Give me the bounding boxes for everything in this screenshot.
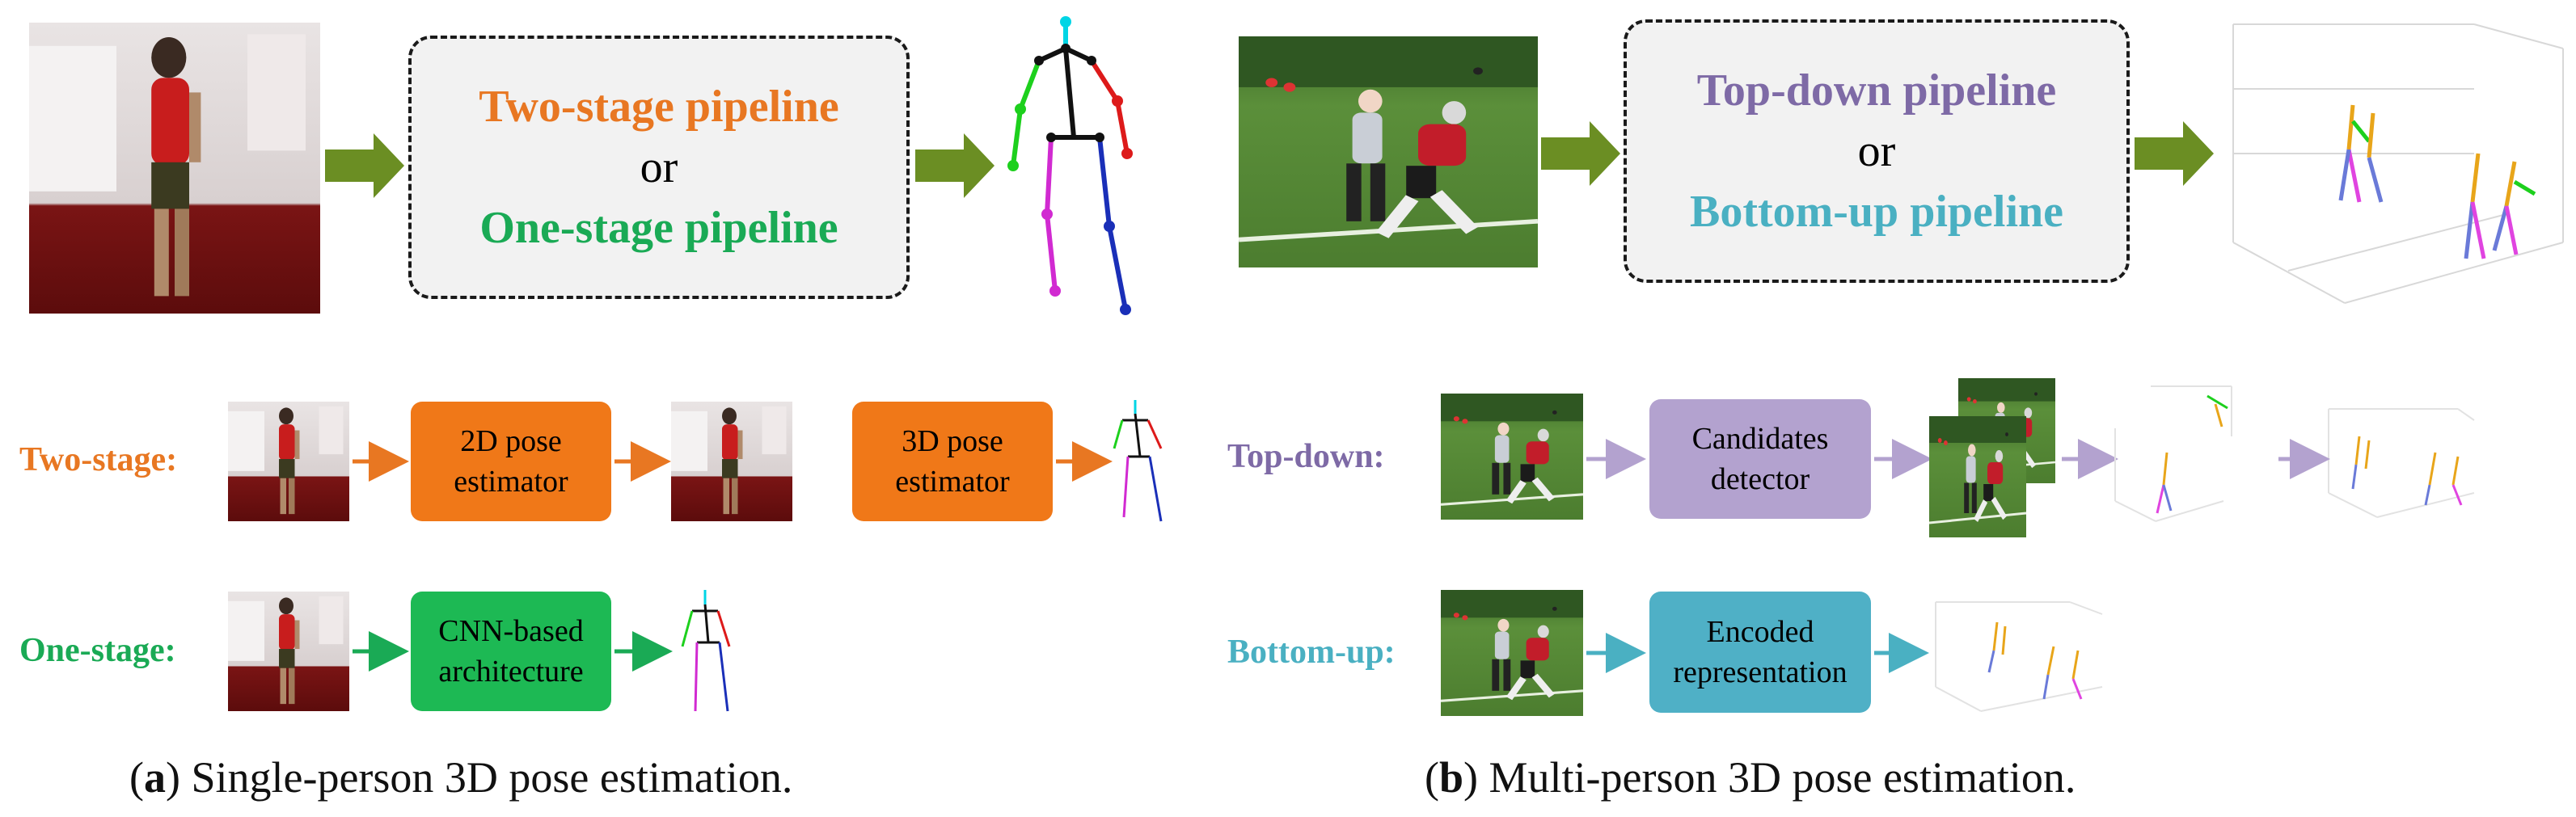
top-down-label: Top-down: — [1227, 438, 1385, 475]
3d-pose-estimator-box: 3D pose estimator — [852, 402, 1053, 521]
one-stage-label: One-stage: — [19, 632, 176, 669]
or-text: or — [640, 142, 678, 192]
two-stage-label: Two-stage: — [19, 441, 178, 478]
bottom-up-label: Bottom-up: — [1227, 634, 1396, 671]
pipeline-summary-box-a: Two-stage pipeline or One-stage pipeline — [408, 36, 910, 299]
field-photo — [1239, 36, 1538, 267]
cnn-based-architecture-box: CNN-based architecture — [411, 592, 611, 711]
caption-b: (b) Multi-person 3D pose estimation. — [1425, 753, 2076, 802]
caption-a-letter: a — [143, 753, 166, 802]
big-arrow-right — [1541, 121, 1620, 186]
caption-b-text: Multi-person 3D pose estimation. — [1478, 753, 2076, 802]
pipeline-summary-box-b: Top-down pipeline or Bottom-up pipeline — [1624, 19, 2130, 283]
skeleton-output — [1011, 22, 1130, 310]
candidates-detector-box: Candidates detector — [1649, 399, 1871, 519]
big-arrow-right — [915, 133, 995, 198]
big-arrow-right — [325, 133, 404, 198]
or-text: or — [1857, 126, 1896, 176]
2d-pose-estimator-box: 2D pose estimator — [411, 402, 611, 521]
3d-plot-output — [2232, 23, 2564, 304]
caption-a-text: Single-person 3D pose estimation. — [179, 753, 793, 802]
caption-a: (a) Single-person 3D pose estimation. — [129, 753, 793, 802]
two-stage-title: Two-stage pipeline — [479, 82, 839, 132]
caption-b-letter: b — [1438, 753, 1464, 802]
top-down-title: Top-down pipeline — [1696, 65, 2057, 116]
big-arrow-right — [2135, 121, 2214, 186]
encoded-representation-box: Encoded representation — [1649, 592, 1871, 713]
bottom-up-title: Bottom-up pipeline — [1689, 187, 2064, 237]
subject-room-photo — [29, 23, 320, 314]
one-stage-title: One-stage pipeline — [479, 203, 838, 253]
